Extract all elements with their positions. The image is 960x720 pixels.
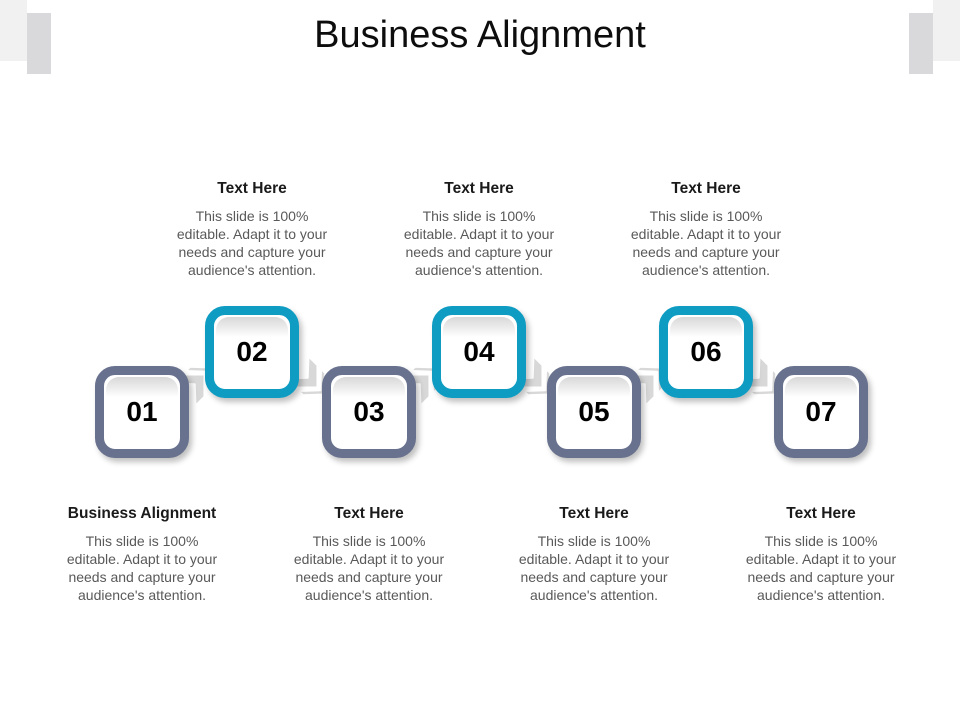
top-text-block-3: Text Here This slide is 100% editable. A… [616, 180, 796, 279]
block-body: This slide is 100% editable. Adapt it to… [66, 533, 218, 603]
corner-accent-top-right-gray [909, 13, 933, 74]
slide-title: Business Alignment [314, 14, 646, 56]
bottom-text-block-1: Business Alignment This slide is 100% ed… [52, 505, 232, 604]
block-heading: Text Here [559, 505, 629, 522]
block-body: This slide is 100% editable. Adapt it to… [630, 208, 782, 278]
step-number: 01 [126, 396, 158, 427]
bottom-text-block-4: Text Here This slide is 100% editable. A… [731, 505, 911, 604]
block-body: This slide is 100% editable. Adapt it to… [403, 208, 555, 278]
step-number: 05 [578, 396, 610, 427]
step-number: 04 [463, 336, 495, 367]
step-number: 02 [236, 336, 268, 367]
block-body: This slide is 100% editable. Adapt it to… [293, 533, 445, 603]
step-box-05: 05 [547, 366, 641, 458]
block-body: This slide is 100% editable. Adapt it to… [745, 533, 897, 603]
block-heading: Text Here [334, 505, 404, 522]
corner-accent-top-left-light [0, 0, 27, 61]
step-number: 03 [353, 396, 385, 427]
top-text-block-2: Text Here This slide is 100% editable. A… [389, 180, 569, 279]
step-box-03: 03 [322, 366, 416, 458]
step-box-07: 07 [774, 366, 868, 458]
block-body: This slide is 100% editable. Adapt it to… [176, 208, 328, 278]
corner-accent-top-left-gray [27, 13, 51, 74]
step-box-04: 04 [432, 306, 526, 398]
block-heading: Text Here [444, 180, 514, 197]
block-heading: Text Here [786, 505, 856, 522]
bottom-text-block-2: Text Here This slide is 100% editable. A… [279, 505, 459, 604]
block-heading: Business Alignment [67, 505, 217, 522]
step-box-06: 06 [659, 306, 753, 398]
block-body: This slide is 100% editable. Adapt it to… [518, 533, 670, 603]
block-heading: Text Here [671, 180, 741, 197]
step-box-02: 02 [205, 306, 299, 398]
step-number: 06 [690, 336, 722, 367]
step-number: 07 [805, 396, 837, 427]
corner-accent-top-right-light [933, 0, 960, 61]
step-box-01: 01 [95, 366, 189, 458]
bottom-text-block-3: Text Here This slide is 100% editable. A… [504, 505, 684, 604]
top-text-block-1: Text Here This slide is 100% editable. A… [162, 180, 342, 279]
block-heading: Text Here [217, 180, 287, 197]
